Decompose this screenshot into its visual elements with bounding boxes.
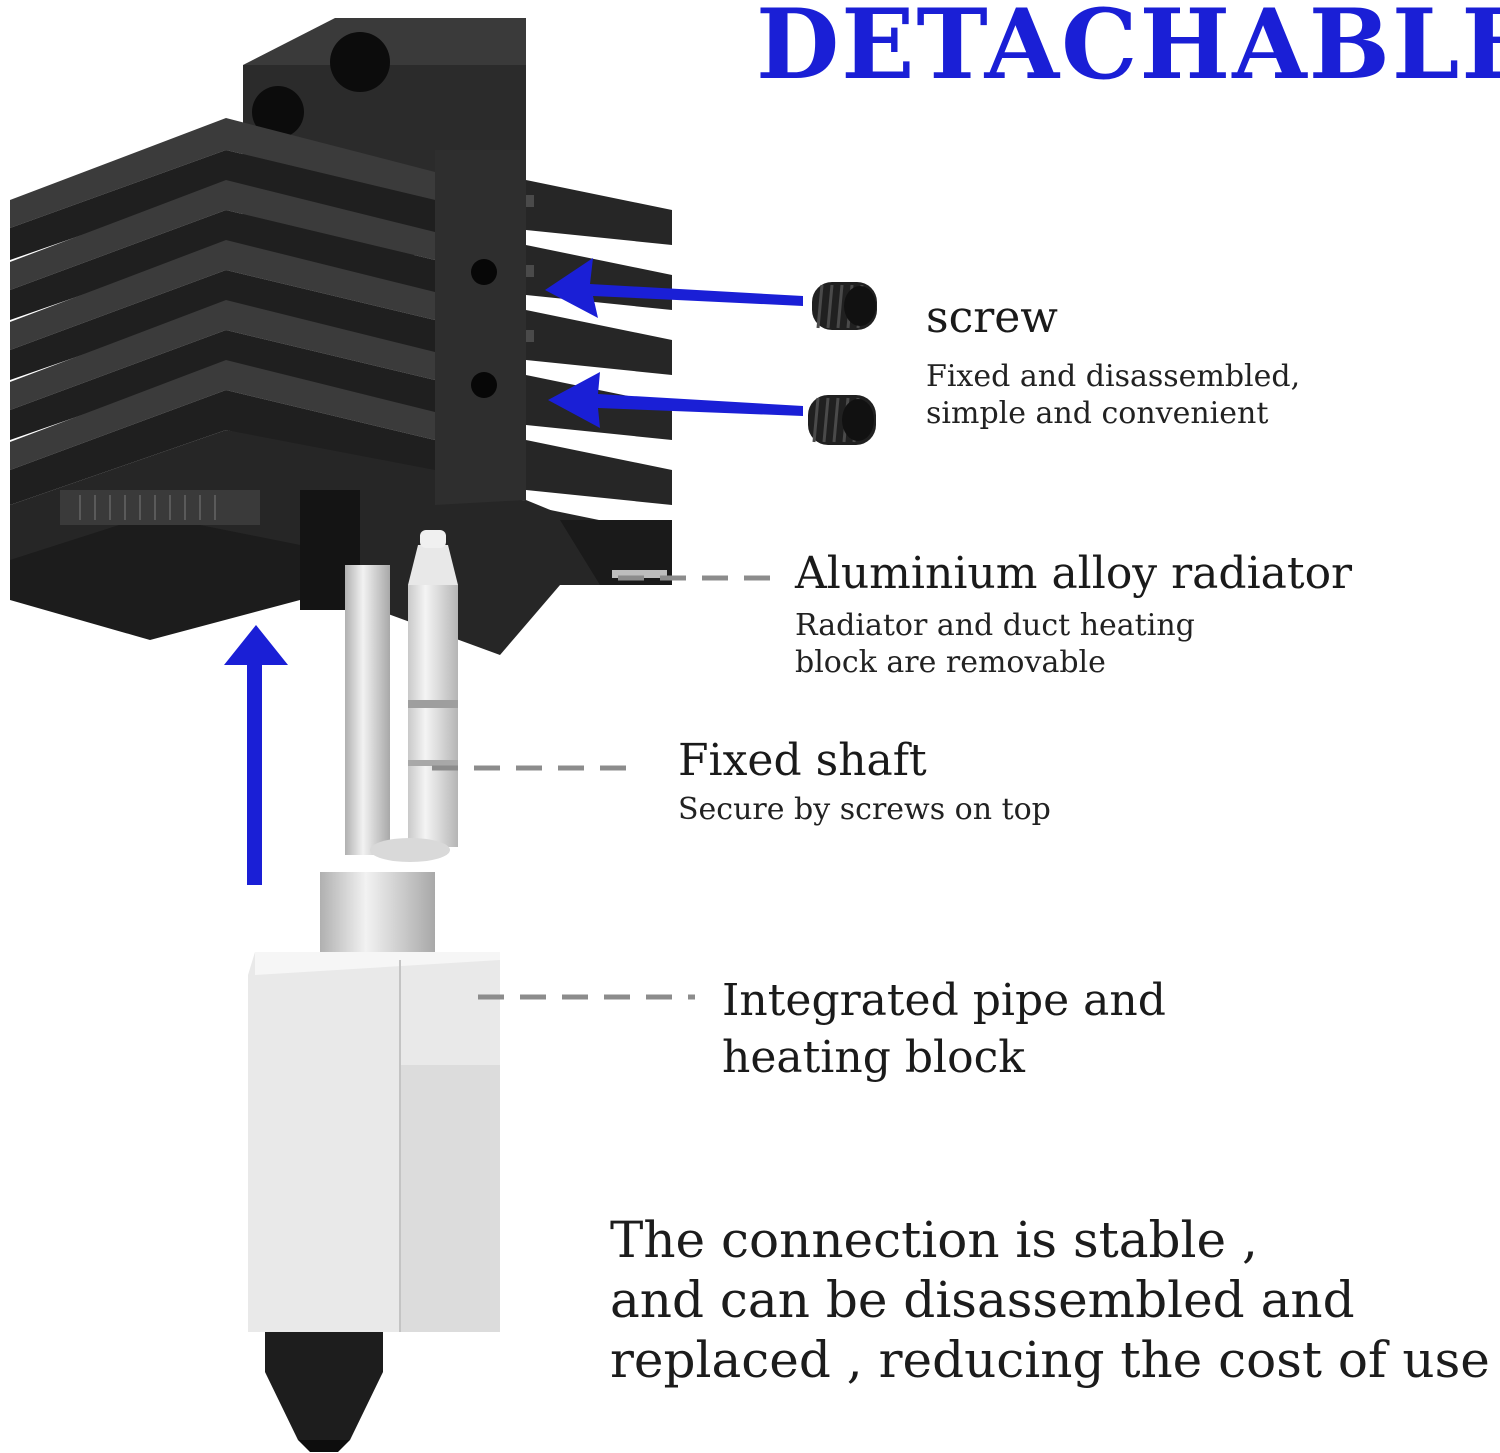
arrow-lower-screw <box>548 372 803 428</box>
mount-hole-left <box>252 86 304 138</box>
page-title: DETACHABLE <box>756 0 1500 101</box>
nozzle <box>265 1332 383 1452</box>
shaft-label: Fixed shaft <box>678 735 927 786</box>
fixed-shaft <box>345 530 458 862</box>
mount-hole-right <box>330 32 390 92</box>
radiator-desc-line1: Radiator and duct heating <box>795 608 1195 643</box>
heatsink-radiator <box>10 18 672 655</box>
integrated-pipe-heating-block <box>248 872 500 1332</box>
bottom-text-line2: and can be disassembled and <box>610 1271 1355 1329</box>
set-screw-upper <box>812 282 877 330</box>
arrow-up-assembly <box>224 625 288 885</box>
pipe-label-line1: Integrated pipe and <box>722 975 1166 1026</box>
screw-desc-line2: simple and convenient <box>926 396 1269 431</box>
screw-desc-line1: Fixed and disassembled, <box>926 359 1301 394</box>
screw-hole-upper <box>471 259 497 285</box>
radiator-desc-line2: block are removable <box>795 645 1106 680</box>
bottom-text-line1: The connection is stable , <box>610 1211 1258 1269</box>
arrow-upper-screw <box>545 258 803 318</box>
pipe-label-line2: heating block <box>722 1032 1025 1083</box>
screw-label: screw <box>926 292 1058 343</box>
set-screw-lower <box>808 395 876 445</box>
shaft-desc: Secure by screws on top <box>678 792 1051 827</box>
screw-hole-lower <box>471 372 497 398</box>
radiator-label: Aluminium alloy radiator <box>795 548 1353 599</box>
bottom-text-line3: replaced , reducing the cost of use <box>610 1331 1490 1389</box>
